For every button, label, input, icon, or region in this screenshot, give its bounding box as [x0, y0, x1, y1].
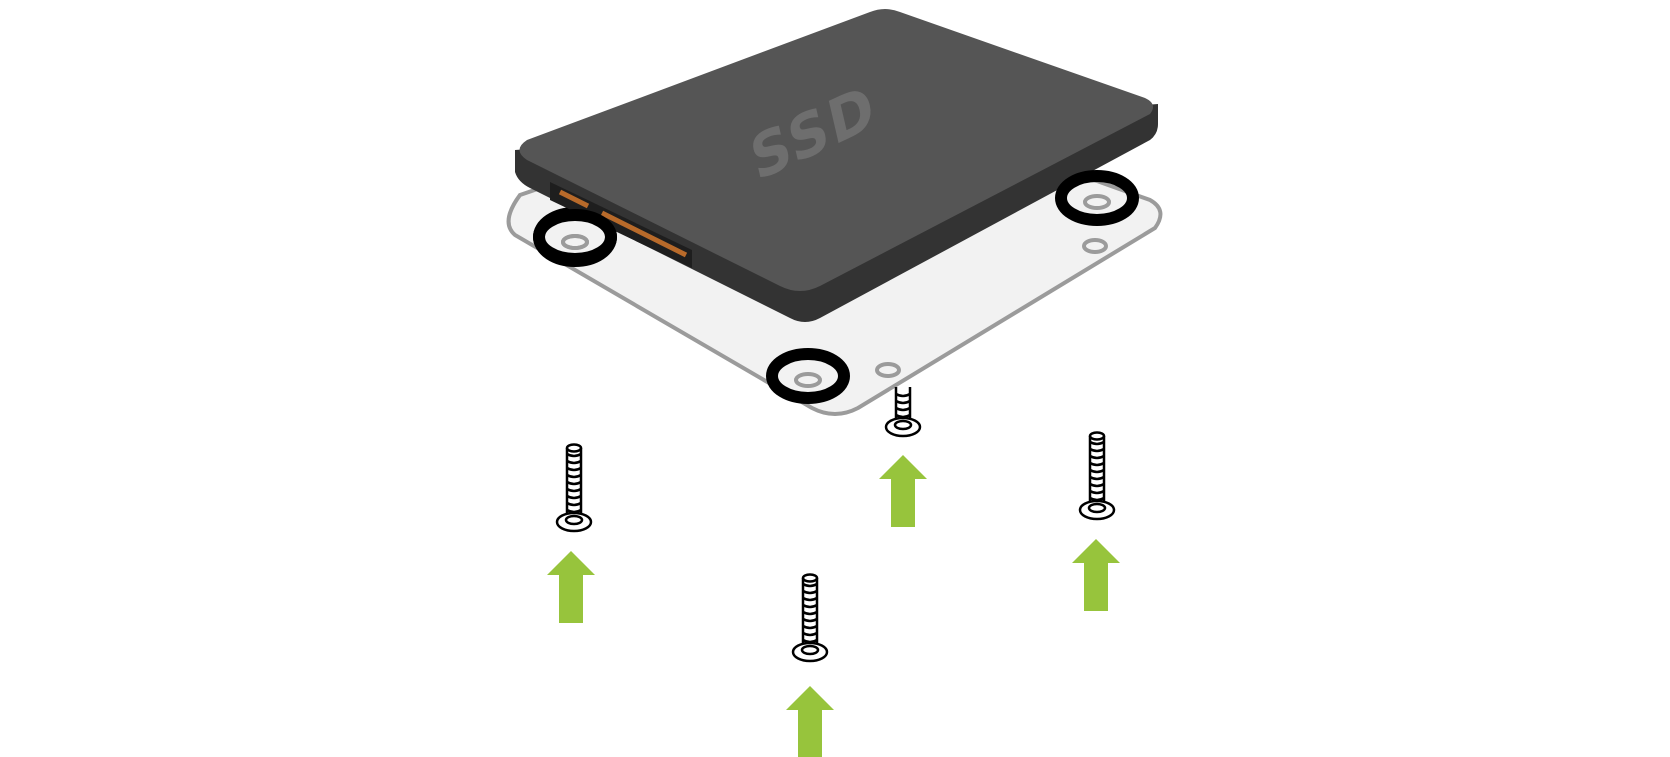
arrow-up-icon	[1072, 539, 1120, 611]
tray-hole	[1082, 238, 1108, 254]
screw-icon	[1078, 431, 1116, 521]
tray-hole	[875, 362, 901, 378]
grommet-icon	[533, 209, 617, 265]
grommet-icon	[766, 348, 850, 404]
screw-icon	[555, 443, 593, 533]
screw-icon	[884, 387, 922, 438]
grommet-icon	[1055, 170, 1139, 226]
ssd-top	[519, 9, 1154, 291]
sata-connector-pins	[558, 189, 590, 209]
ssd-drive: SSD	[515, 9, 1158, 322]
arrow-up-icon	[547, 551, 595, 623]
sata-connector-pins	[600, 210, 688, 258]
arrow-up-icon	[786, 686, 834, 757]
arrow-up-icon	[879, 455, 927, 527]
screw-icon	[791, 573, 829, 663]
